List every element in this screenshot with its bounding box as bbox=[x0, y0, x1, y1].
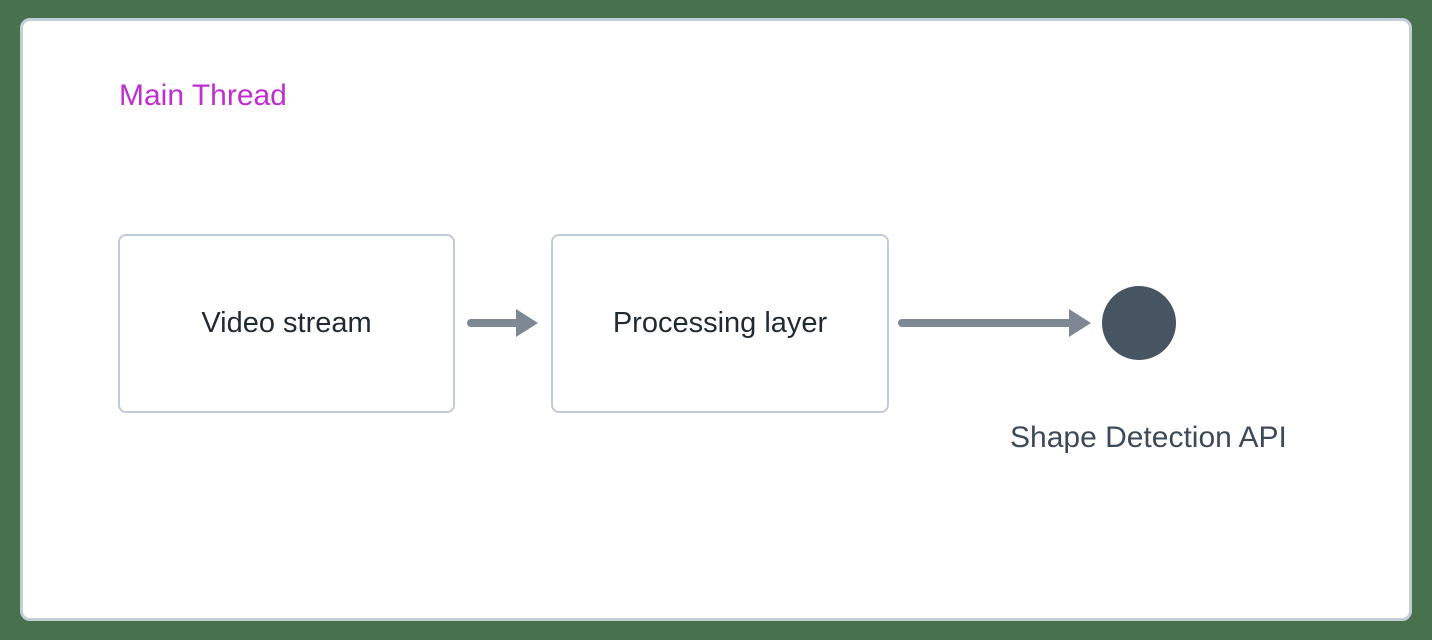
main-thread-panel: Main Thread Video stream Processing laye… bbox=[20, 18, 1412, 621]
connector-arrow-processing-to-shape-detection bbox=[898, 309, 1091, 337]
node-video-stream-label: Video stream bbox=[201, 307, 372, 339]
node-processing-layer: Processing layer bbox=[551, 234, 889, 413]
panel-title: Main Thread bbox=[119, 79, 287, 112]
node-processing-layer-label: Processing layer bbox=[612, 307, 828, 339]
arrow-head-icon bbox=[1069, 309, 1091, 337]
arrow-head-icon bbox=[516, 309, 538, 337]
arrow-shaft bbox=[898, 319, 1073, 327]
node-video-stream: Video stream bbox=[118, 234, 455, 413]
connector-arrow-video-to-processing bbox=[467, 309, 538, 337]
arrow-shaft bbox=[467, 319, 520, 327]
shape-detection-api-label: Shape Detection API bbox=[1010, 421, 1287, 454]
shape-detection-api-dot bbox=[1102, 286, 1176, 360]
